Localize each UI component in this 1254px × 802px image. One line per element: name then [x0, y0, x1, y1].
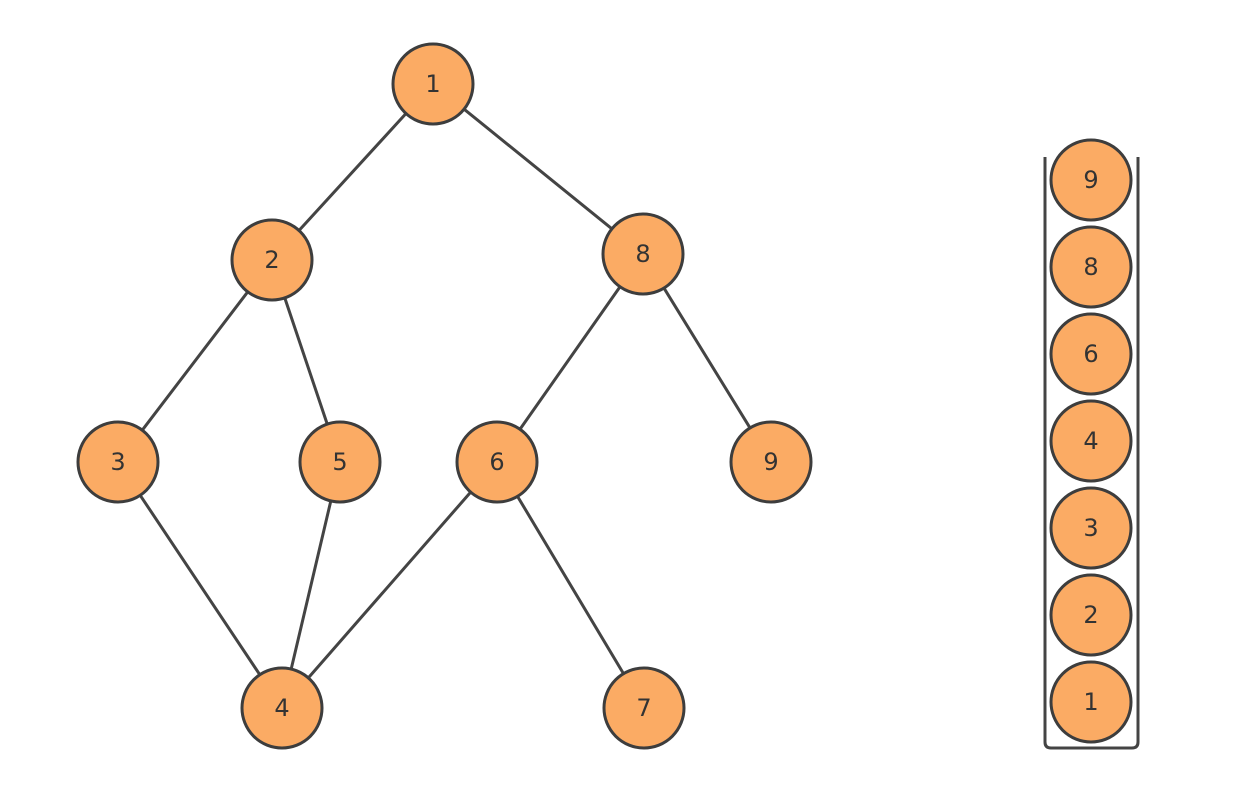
graph-node-circle [729, 420, 813, 504]
stack-item-2: 2 [1049, 573, 1133, 657]
graph-node-label: 1 [425, 70, 440, 98]
stack-item-circle [1049, 660, 1133, 744]
edge-3-4 [138, 493, 262, 677]
stack-item-circle [1049, 486, 1133, 570]
edge-6-4 [306, 490, 473, 680]
stack-item-label: 3 [1083, 514, 1098, 542]
edge-2-5 [283, 296, 329, 426]
graph-node-circle [298, 420, 382, 504]
graph-node-label: 9 [763, 448, 778, 476]
edge-5-4 [289, 499, 333, 671]
stack-item-6: 6 [1049, 312, 1133, 396]
graph-node-label: 2 [264, 246, 279, 274]
graph-node-5: 5 [298, 420, 382, 504]
graph-node-7: 7 [602, 666, 686, 750]
graph-node-circle [240, 666, 324, 750]
edge-6-7 [516, 494, 625, 676]
stack-item-circle [1049, 138, 1133, 222]
stack-item-1: 1 [1049, 660, 1133, 744]
stack-item-label: 1 [1083, 688, 1098, 716]
graph-node-4: 4 [240, 666, 324, 750]
graph-node-label: 7 [636, 694, 651, 722]
stack-item-4: 4 [1049, 399, 1133, 483]
stack-item-label: 4 [1083, 427, 1098, 455]
edge-1-8 [462, 107, 614, 231]
edge-2-3 [140, 290, 250, 432]
stack-container-outline [1043, 157, 1140, 750]
stack-item-3: 3 [1049, 486, 1133, 570]
graph-node-label: 8 [635, 240, 650, 268]
graph-node-1: 1 [391, 42, 475, 126]
stack-item-label: 8 [1083, 253, 1098, 281]
stack-item-9: 9 [1049, 138, 1133, 222]
graph-node-8: 8 [601, 212, 685, 296]
graph-edges [138, 107, 752, 680]
graph-node-2: 2 [230, 218, 314, 302]
stack-item-circle [1049, 312, 1133, 396]
graph-node-circle [391, 42, 475, 126]
graph-node-circle [601, 212, 685, 296]
graph-node-label: 4 [274, 694, 289, 722]
stack-item-circle [1049, 399, 1133, 483]
graph-node-label: 6 [489, 448, 504, 476]
edge-8-9 [662, 286, 752, 430]
edge-8-6 [518, 285, 622, 431]
graph-node-3: 3 [76, 420, 160, 504]
stack-item-label: 6 [1083, 340, 1098, 368]
stack: 9 8 6 4 3 2 1 [1043, 138, 1140, 750]
stack-item-circle [1049, 225, 1133, 309]
edge-1-2 [297, 112, 408, 232]
graph-node-label: 5 [332, 448, 347, 476]
graph-node-6: 6 [455, 420, 539, 504]
stack-item-label: 9 [1083, 166, 1098, 194]
stack-item-label: 2 [1083, 601, 1098, 629]
graph-node-circle [602, 666, 686, 750]
graph-node-circle [230, 218, 314, 302]
graph-nodes: 1 2 8 3 5 6 9 4 7 [76, 42, 813, 750]
stack-item-circle [1049, 573, 1133, 657]
graph-node-9: 9 [729, 420, 813, 504]
graph-node-circle [76, 420, 160, 504]
stack-item-8: 8 [1049, 225, 1133, 309]
graph-node-label: 3 [110, 448, 125, 476]
graph-node-circle [455, 420, 539, 504]
